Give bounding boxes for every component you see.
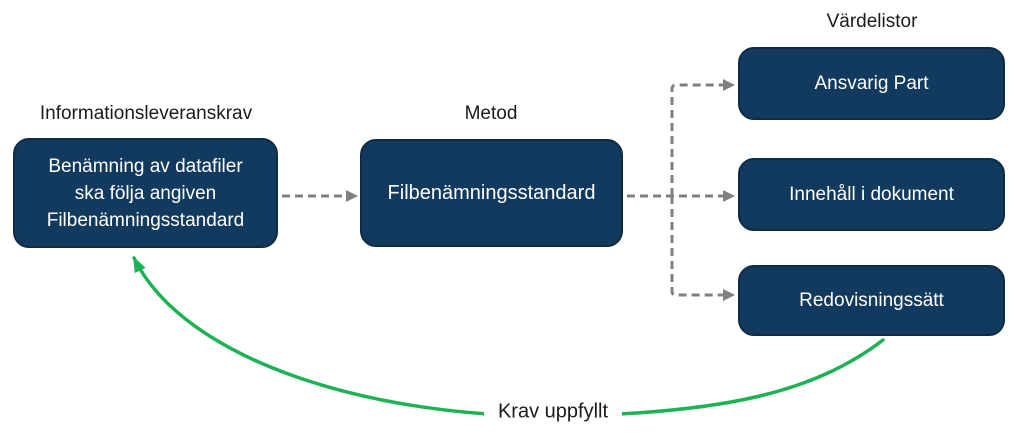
requirement-box-line3: Filbenämningsstandard bbox=[46, 209, 245, 231]
requirement-box-line1: Benämning av datafiler bbox=[48, 155, 243, 177]
requirement-box: Benämning av datafiler ska följa angiven… bbox=[13, 138, 278, 248]
valuelist-box-innehall-i-dokument: Innehåll i dokument bbox=[738, 158, 1005, 231]
heading-informationsleveranskrav: Informationsleveranskrav bbox=[39, 103, 253, 124]
arrowhead-icon bbox=[723, 190, 735, 202]
valuelist-box-ansvarig-part: Ansvarig Part bbox=[738, 47, 1005, 120]
method-box: Filbenämningsstandard bbox=[360, 139, 623, 247]
heading-vardelistor: Värdelistor bbox=[826, 11, 918, 32]
valuelist-box-label: Innehåll i dokument bbox=[789, 184, 954, 205]
valuelist-box-label: Redovisningssätt bbox=[799, 290, 944, 311]
arrowhead-icon bbox=[346, 190, 358, 202]
arrowhead-icon bbox=[723, 79, 735, 91]
requirement-box-line2: ska följa angiven bbox=[74, 182, 217, 204]
method-box-label: Filbenämningsstandard bbox=[387, 181, 596, 204]
arrowhead-icon bbox=[723, 289, 735, 301]
heading-metod: Metod bbox=[464, 103, 518, 124]
connector-method-redovisningssatt bbox=[670, 196, 723, 297]
connector-method-ansvarig-part bbox=[670, 83, 723, 196]
valuelist-box-redovisningssatt: Redovisningssätt bbox=[738, 265, 1005, 336]
valuelist-box-label: Ansvarig Part bbox=[814, 73, 929, 94]
feedback-label: Krav uppfyllt bbox=[483, 398, 623, 426]
